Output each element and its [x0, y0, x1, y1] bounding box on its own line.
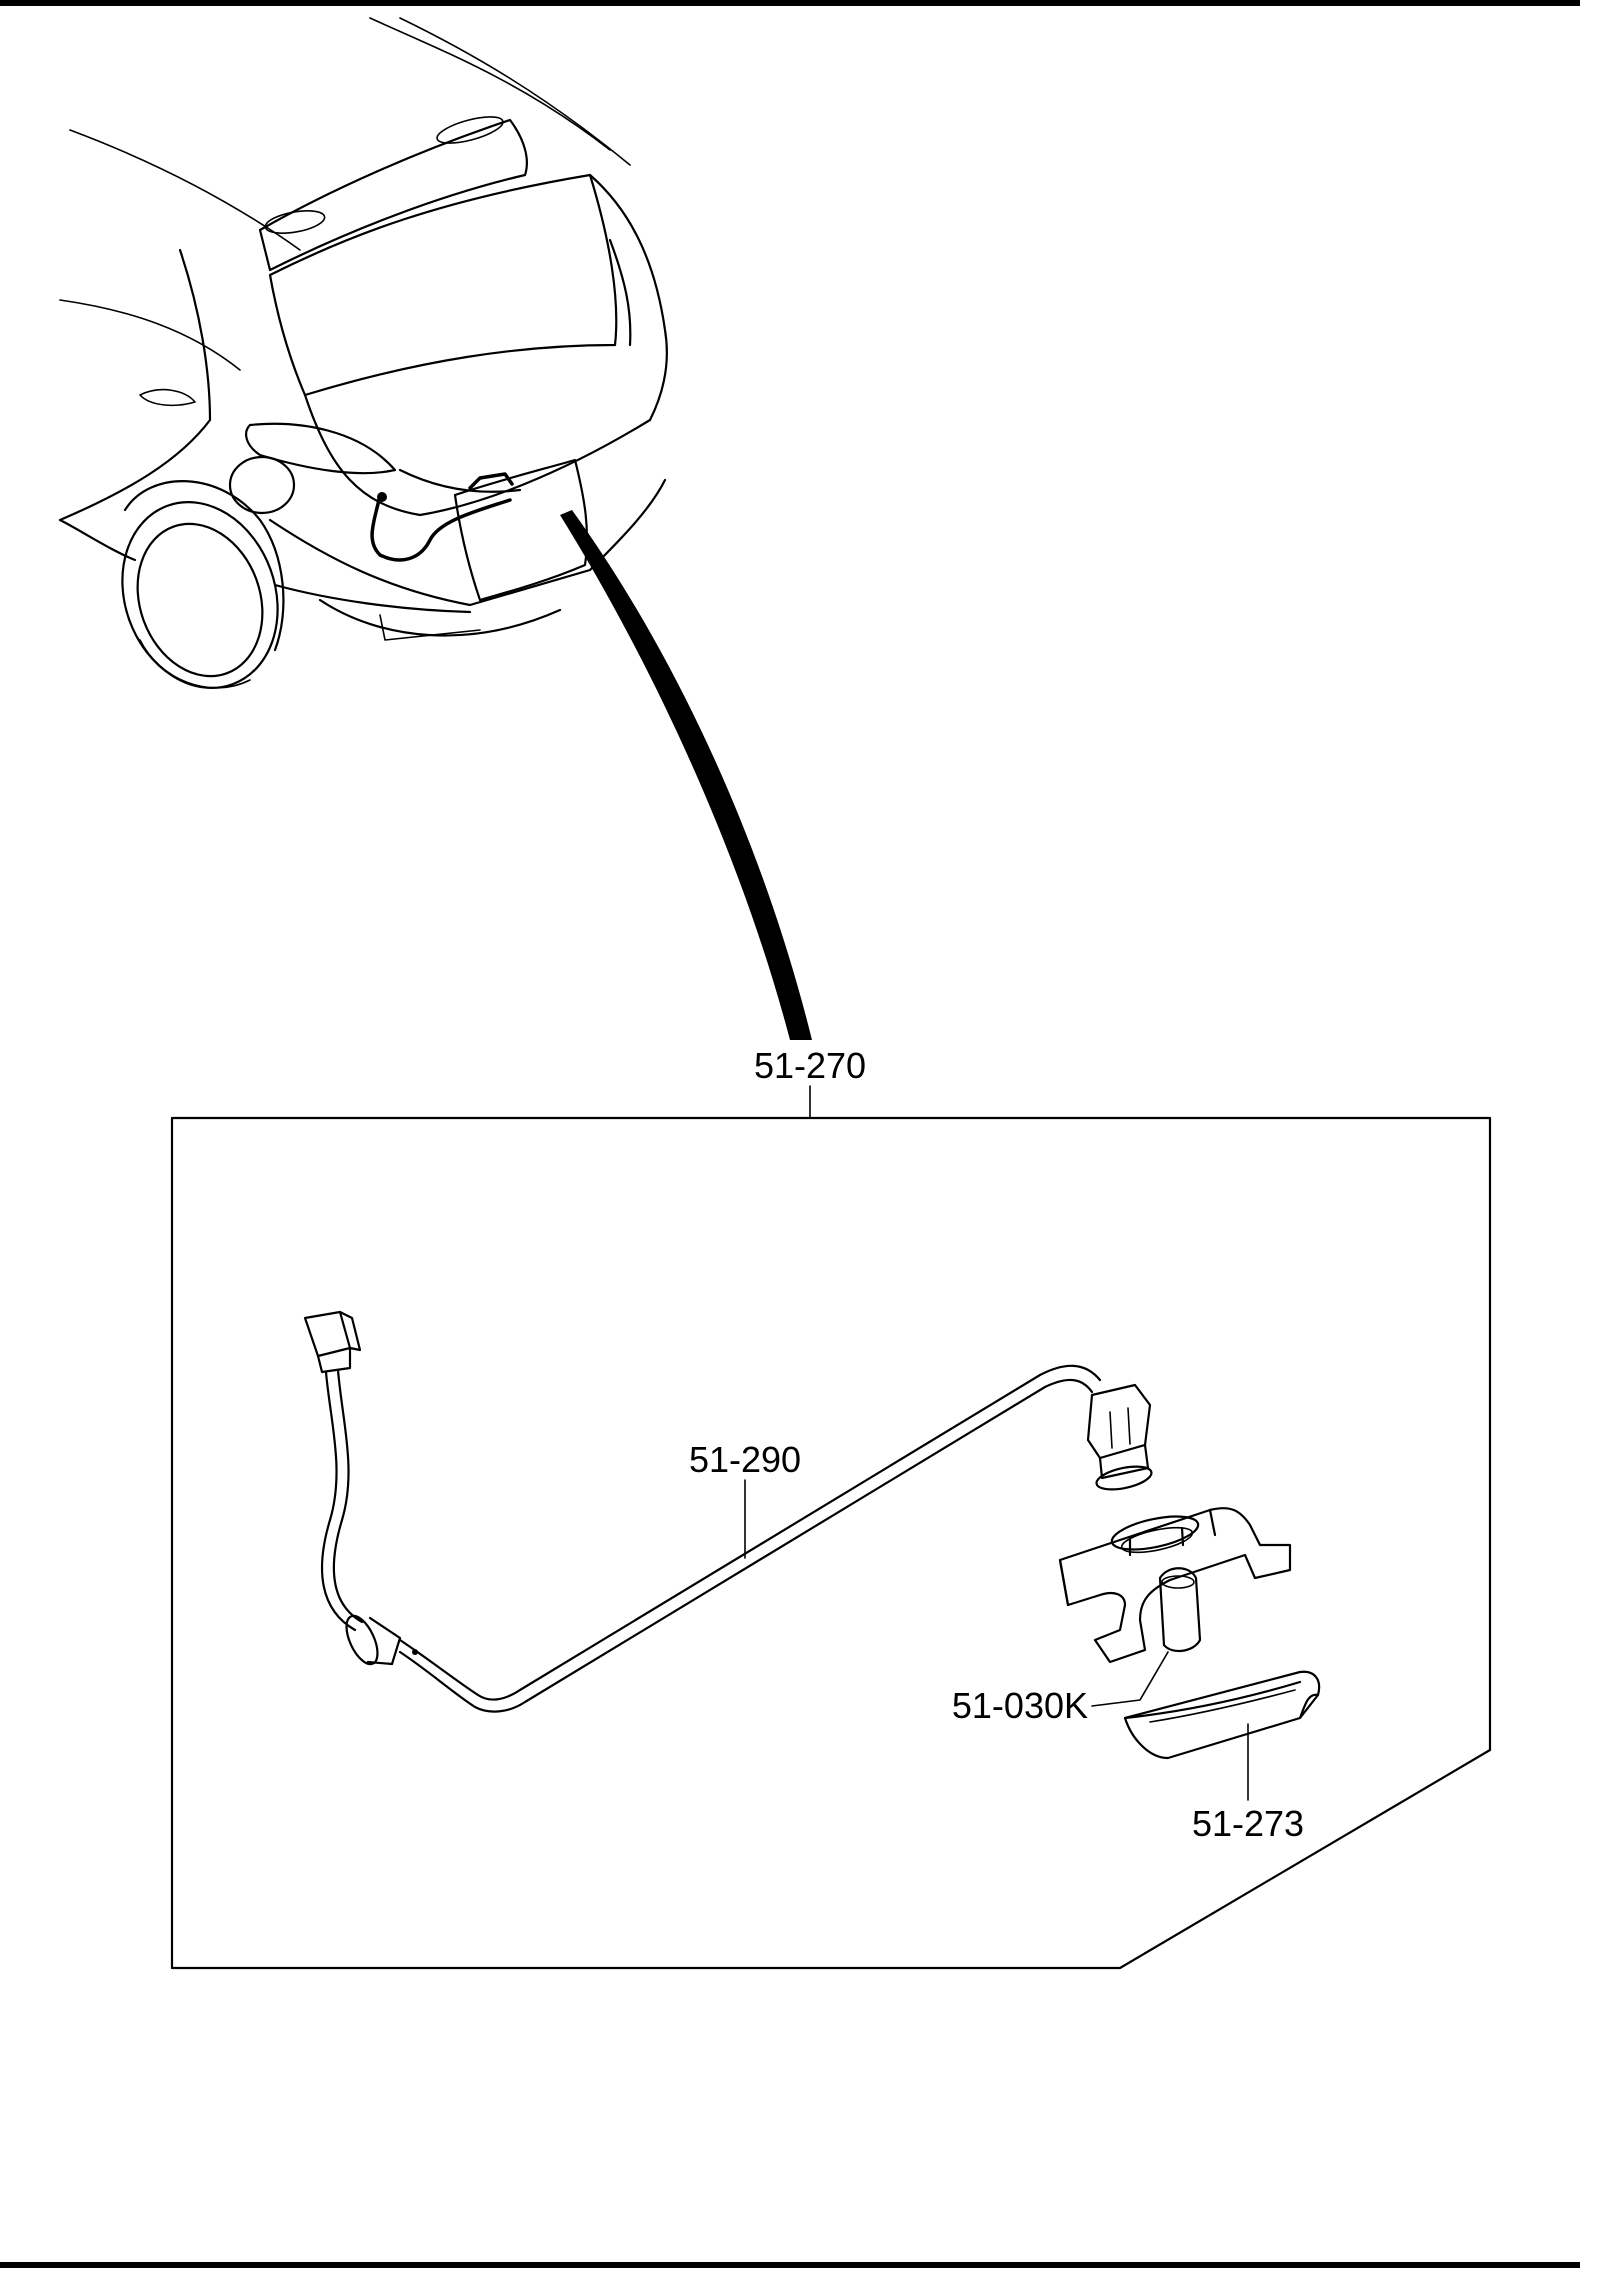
bulb — [1158, 1567, 1202, 1653]
lamp-lens — [1123, 1670, 1321, 1760]
assembly-label: 51-270 — [754, 1045, 866, 1086]
bottom-rule — [0, 2262, 1580, 2268]
bulb-socket — [1086, 1383, 1153, 1491]
bulb-label: 51-030K — [952, 1685, 1088, 1726]
assembly-outline — [170, 1116, 1492, 1970]
harness-label: 51-290 — [689, 1439, 801, 1480]
wire-harness — [303, 1310, 1102, 1713]
leader-pointer — [560, 510, 812, 1040]
top-rule — [0, 0, 1580, 6]
bulb-leader — [1091, 1651, 1169, 1707]
lens-label: 51-273 — [1192, 1803, 1304, 1844]
lamp-bracket — [1058, 1507, 1292, 1664]
car-rear-illustration — [58, 17, 668, 689]
